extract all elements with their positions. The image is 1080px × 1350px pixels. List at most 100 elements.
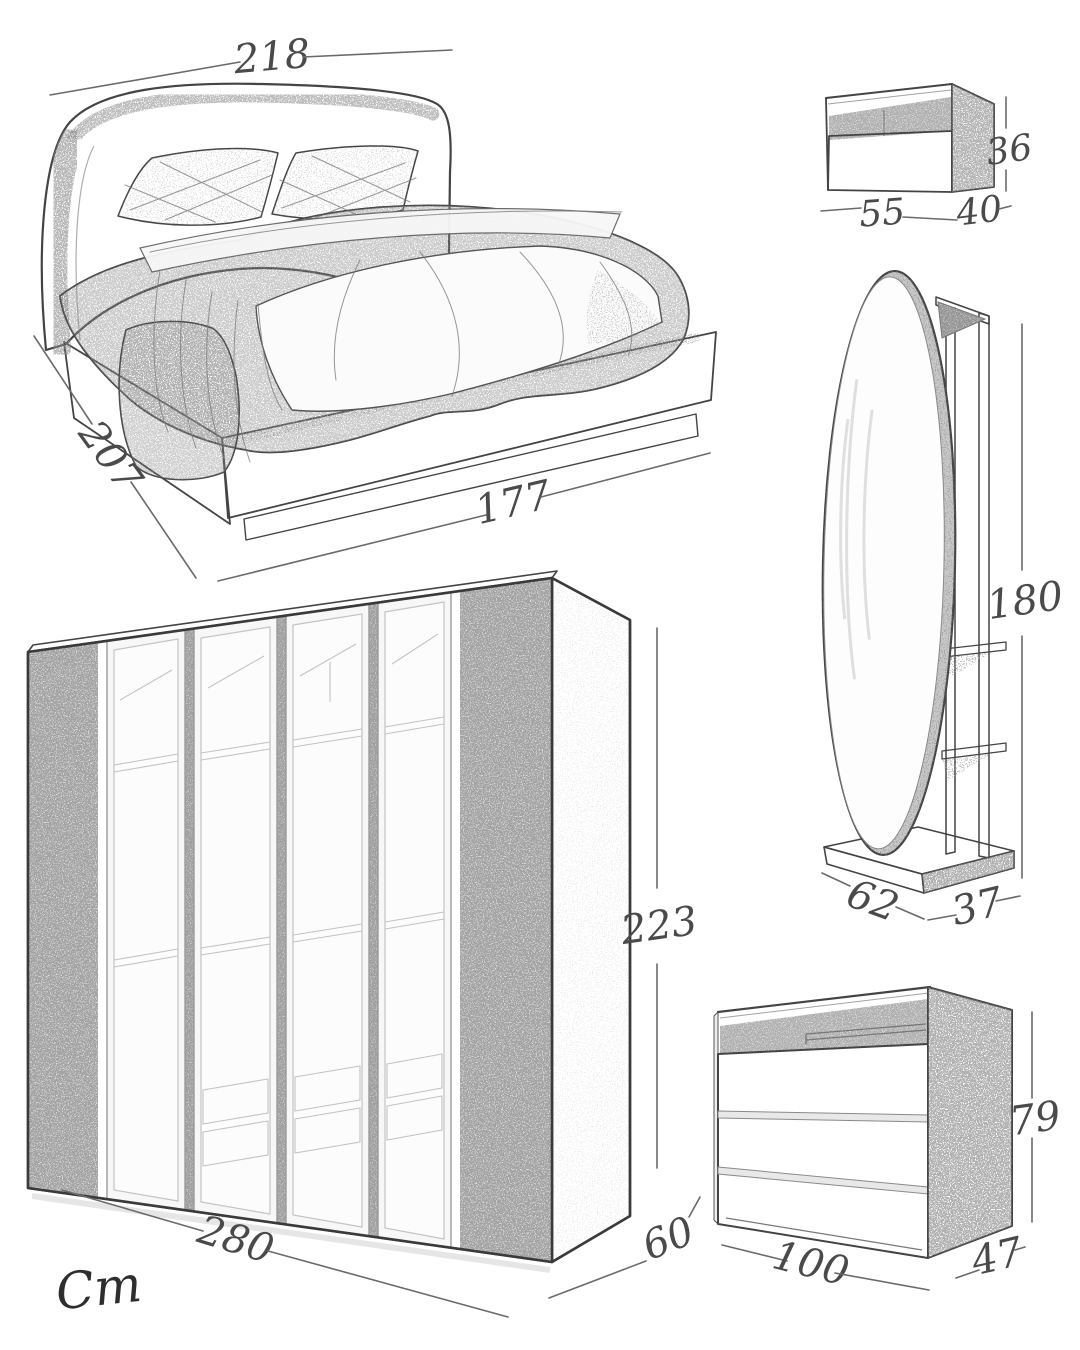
wardrobe-height-dimension: 223 — [617, 627, 700, 1169]
door-interior-lines — [384, 633, 445, 930]
dimension-line — [902, 216, 958, 221]
wardrobe-bottom-shadow — [31, 1193, 551, 1273]
wardrobe-door-3 — [285, 603, 370, 1237]
wardrobe-divider-2-texture — [277, 616, 286, 1224]
dimension-line — [688, 1196, 701, 1218]
wardrobe-door-4 — [377, 591, 452, 1249]
dresser-drawer-gap-1 — [717, 1110, 929, 1123]
door-inner — [113, 638, 179, 1202]
dresser-drawer-gap-2 — [717, 1166, 929, 1195]
nightstand-depth-value: 40 — [953, 188, 1004, 234]
dimension-line — [995, 895, 1021, 902]
door-inner — [292, 613, 363, 1228]
door-inner — [200, 626, 271, 1215]
dresser-depth-dimension: 47 — [955, 1229, 1028, 1286]
dimension-line — [217, 514, 487, 582]
dimension-line — [721, 1244, 788, 1262]
wardrobe-divider-3-texture — [369, 603, 378, 1237]
mirror-height-dimension: 180 — [984, 323, 1066, 879]
bed-width-value: 218 — [231, 31, 312, 84]
dresser-interior-top — [720, 989, 928, 1026]
mirror-shelf-upper-bracket — [944, 652, 992, 678]
wardrobe-left-panel-texture — [28, 642, 98, 1198]
dresser-plinth-line — [725, 1217, 923, 1251]
nightstand-width-dimension: 55 — [820, 191, 958, 236]
bed-drape-texture — [119, 321, 240, 480]
mirror-width-value: 62 — [841, 871, 905, 932]
door-interior-lines — [113, 669, 179, 968]
mirror-sketch — [821, 269, 1015, 894]
mirror-glass — [823, 276, 945, 850]
bed-base-width-dimension: 177 — [217, 452, 711, 582]
mirror-frame-top-bar — [935, 296, 990, 325]
pillow-quilting — [124, 159, 273, 223]
mirror-depth-dimension: 37 — [927, 879, 1021, 935]
bed-base-width-value: 177 — [471, 472, 556, 534]
mirror-width-dimension: 62 — [821, 871, 925, 932]
bed-headboard-texture-left — [41, 123, 89, 361]
dimension-line — [895, 906, 925, 920]
pillow-texture — [272, 145, 418, 220]
door-drawer — [294, 1107, 361, 1154]
nightstand-top-rim — [825, 83, 953, 99]
dimension-line — [130, 481, 197, 579]
dimension-line — [927, 914, 957, 921]
dimension-line — [834, 1272, 930, 1291]
bed-sketch — [40, 82, 717, 541]
bed-corner-fold — [586, 270, 660, 345]
dresser-top-rim — [716, 985, 932, 1014]
pillow-texture — [118, 148, 278, 226]
nightstand-left-edge — [825, 97, 829, 191]
bed-fold-lines — [149, 210, 633, 463]
mirror-height-value: 180 — [984, 573, 1066, 629]
dimension-line — [33, 335, 93, 425]
nightstand-interior-top — [829, 87, 951, 116]
dimension-line — [1014, 1246, 1026, 1251]
dresser-interior-texture — [720, 991, 928, 1054]
bed-headboard-texture-top — [67, 89, 440, 145]
mirror-base-texture — [922, 851, 1014, 893]
dresser-front-face — [717, 1043, 929, 1259]
nightstand-height-value: 36 — [984, 127, 1035, 174]
nightstand-width-value: 55 — [858, 191, 907, 235]
pillow-quilting — [279, 155, 417, 219]
mirror-gusset-texture — [938, 302, 985, 338]
wardrobe-height-value: 223 — [617, 898, 700, 954]
dimension-line — [998, 205, 1012, 210]
bed-sheet-band — [139, 208, 621, 273]
nightstand-depth-dimension: 40 — [953, 188, 1012, 235]
door-drawer — [386, 1095, 443, 1141]
wardrobe-door-1 — [106, 629, 186, 1211]
dimension-line — [302, 49, 453, 58]
wardrobe-door-2 — [193, 616, 278, 1224]
mirror-reflection-streaks — [839, 379, 874, 680]
dimension-line — [821, 872, 851, 887]
dresser-glass-shelf — [805, 1023, 927, 1044]
dimension-line — [61, 1189, 204, 1232]
dimension-line — [955, 1269, 980, 1279]
wardrobe-right-panel-texture — [460, 578, 552, 1262]
nightstand-front-face — [827, 130, 953, 193]
dresser-inner-rim — [719, 992, 930, 1019]
dimension-line — [540, 452, 711, 498]
wardrobe-side-texture — [552, 578, 630, 1262]
nightstand-side-texture — [952, 84, 994, 192]
bed-base-plinth — [243, 413, 699, 541]
bed-width-dimension: 218 — [49, 31, 453, 96]
dimension-line — [49, 61, 241, 96]
mirror-shelf-lower-bracket — [942, 754, 992, 780]
dimension-line — [548, 1260, 647, 1299]
dimension-line — [820, 207, 862, 212]
door-interior-lines — [200, 655, 271, 956]
wardrobe-sketch — [26, 570, 632, 1273]
mirror-shelf-lower — [941, 742, 1007, 760]
dresser-height-value: 79 — [1007, 1093, 1064, 1146]
door-interior-lines — [292, 643, 363, 943]
door-inner — [384, 601, 445, 1240]
door-drawer — [202, 1078, 269, 1125]
dresser-depth-value: 47 — [966, 1229, 1027, 1286]
bed-pillow-left — [117, 147, 279, 226]
door-drawer — [202, 1120, 269, 1167]
